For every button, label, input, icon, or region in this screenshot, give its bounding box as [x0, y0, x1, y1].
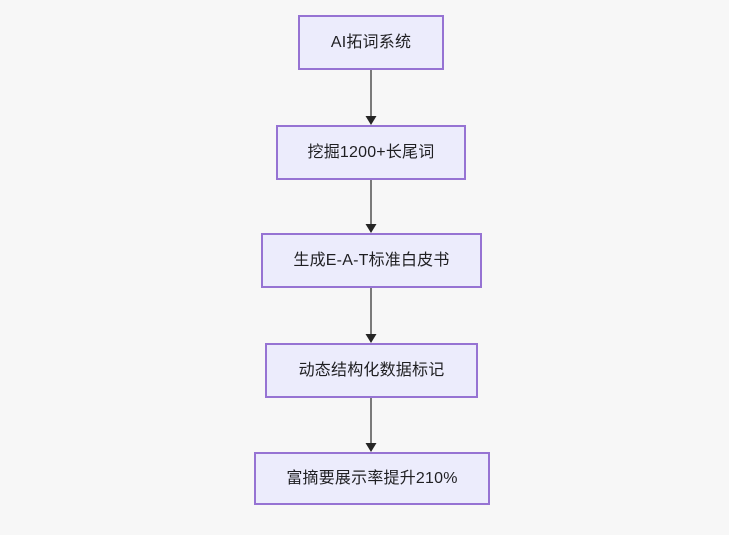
flow-node-n2[interactable]: 挖掘1200+长尾词	[276, 125, 466, 180]
flow-node-label: AI拓词系统	[330, 33, 412, 51]
flow-node-n3[interactable]: 生成E-A-T标准白皮书	[261, 233, 482, 288]
flow-arrow-n4-to-n5	[363, 398, 379, 452]
flow-node-label: 动态结构化数据标记	[298, 361, 445, 379]
flow-node-label: 挖掘1200+长尾词	[307, 143, 435, 161]
flow-node-label: 富摘要展示率提升210%	[286, 469, 458, 487]
flow-arrow-n2-to-n3	[363, 180, 379, 233]
flow-node-label: 生成E-A-T标准白皮书	[293, 251, 450, 269]
flow-node-n4[interactable]: 动态结构化数据标记	[265, 343, 478, 398]
flow-node-n1[interactable]: AI拓词系统	[298, 15, 444, 70]
flow-arrow-n3-to-n4	[363, 288, 379, 343]
flow-node-n5[interactable]: 富摘要展示率提升210%	[254, 452, 490, 505]
flow-arrow-n1-to-n2	[363, 70, 379, 125]
